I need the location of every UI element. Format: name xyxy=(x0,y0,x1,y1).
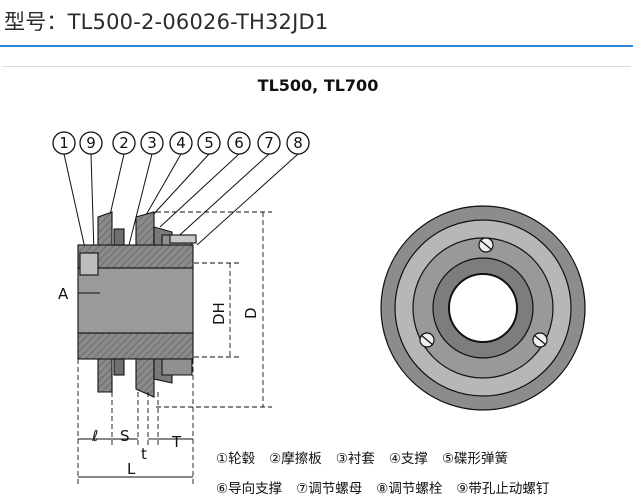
model-title: 型号：TL500-2-06026-TH32JD1 xyxy=(4,10,329,34)
dim-L: L xyxy=(127,460,136,478)
callout-4: 4 xyxy=(169,131,193,155)
leader-lines xyxy=(63,153,299,258)
friction-plate-lower xyxy=(113,358,125,376)
callout-3: 3 xyxy=(140,131,164,155)
legend-item: ①轮毂 xyxy=(216,451,256,467)
svg-text:1: 1 xyxy=(59,134,69,152)
callout-1: 1 xyxy=(52,131,76,155)
svg-text:8: 8 xyxy=(293,134,303,152)
dim-D: D xyxy=(242,307,260,319)
callout-8: 8 xyxy=(286,131,310,155)
svg-text:2: 2 xyxy=(119,134,129,152)
legend-item: ④支撑 xyxy=(388,451,428,467)
svg-text:3: 3 xyxy=(147,134,157,152)
front-bore xyxy=(448,273,518,343)
disc-springs-lower xyxy=(135,358,155,398)
legend-item: ⑦调节螺母 xyxy=(296,481,363,497)
hub-lower xyxy=(77,332,194,360)
hub-bore xyxy=(77,267,194,334)
coupling-section-view xyxy=(77,211,197,398)
title-divider xyxy=(0,45,633,47)
legend-item: ⑤碟形弹簧 xyxy=(441,451,509,467)
parts-legend-row-1: ①轮毂 ②摩擦板 ③衬套 ④支撑 ⑤碟形弹簧 xyxy=(216,447,508,467)
dimension-lines xyxy=(77,211,272,487)
legend-item: ⑥导向支撑 xyxy=(216,481,283,497)
callout-7: 7 xyxy=(257,131,281,155)
dim-t: t xyxy=(141,445,147,463)
dim-T: T xyxy=(171,433,182,451)
callout-9: 9 xyxy=(79,131,103,155)
dim-S: S xyxy=(120,427,130,445)
dim-l: ℓ xyxy=(91,427,98,445)
legend-item: ③衬套 xyxy=(335,451,375,467)
coupling-front-view xyxy=(380,205,586,411)
figure-title: TL500, TL700 xyxy=(258,76,379,95)
callout-2: 2 xyxy=(112,131,136,155)
parts-legend-row-2: ⑥导向支撑 ⑦调节螺母 ⑧调节螺栓 ⑨带孔止动螺钉 xyxy=(216,477,549,497)
dim-A: A xyxy=(58,285,69,303)
svg-text:7: 7 xyxy=(264,134,274,152)
callout-6: 6 xyxy=(227,131,251,155)
legend-item: ⑨带孔止动螺钉 xyxy=(456,481,550,497)
product-drawing-panel: TL500, TL700 1 9 2 3 4 5 6 7 8 xyxy=(2,66,631,503)
svg-text:9: 9 xyxy=(86,134,96,152)
technical-drawing: TL500, TL700 1 9 2 3 4 5 6 7 8 xyxy=(52,76,586,487)
dim-DH: DH xyxy=(210,302,228,325)
svg-text:4: 4 xyxy=(176,134,186,152)
callout-5: 5 xyxy=(197,131,221,155)
callout-group: 1 9 2 3 4 5 6 7 8 xyxy=(52,131,310,155)
legend-item: ⑧调节螺栓 xyxy=(376,481,443,497)
svg-text:6: 6 xyxy=(234,134,244,152)
disc-springs-upper xyxy=(135,211,155,246)
friction-plate-upper xyxy=(113,228,125,246)
svg-text:5: 5 xyxy=(204,134,214,152)
adjust-bolt xyxy=(169,234,197,244)
legend-item: ②摩擦板 xyxy=(269,451,322,467)
